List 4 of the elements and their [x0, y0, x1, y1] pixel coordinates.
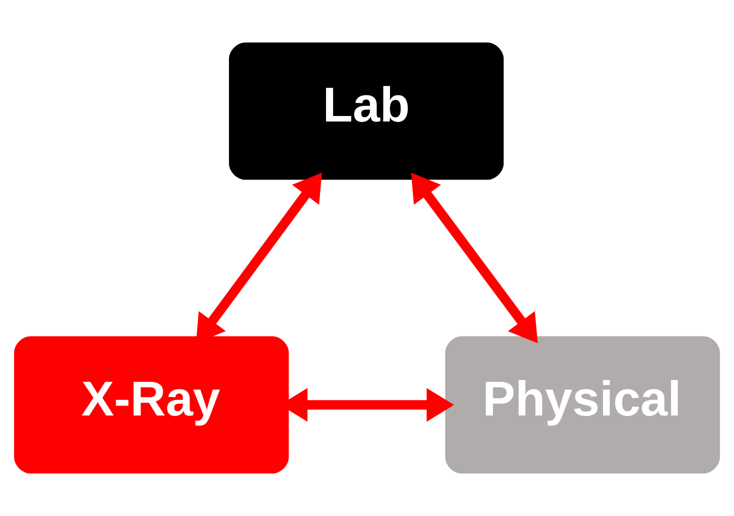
node-box: Lab	[228, 42, 504, 180]
node-box: Physical	[445, 336, 720, 474]
arrow	[411, 172, 538, 344]
node-box: X-Ray	[14, 336, 289, 474]
